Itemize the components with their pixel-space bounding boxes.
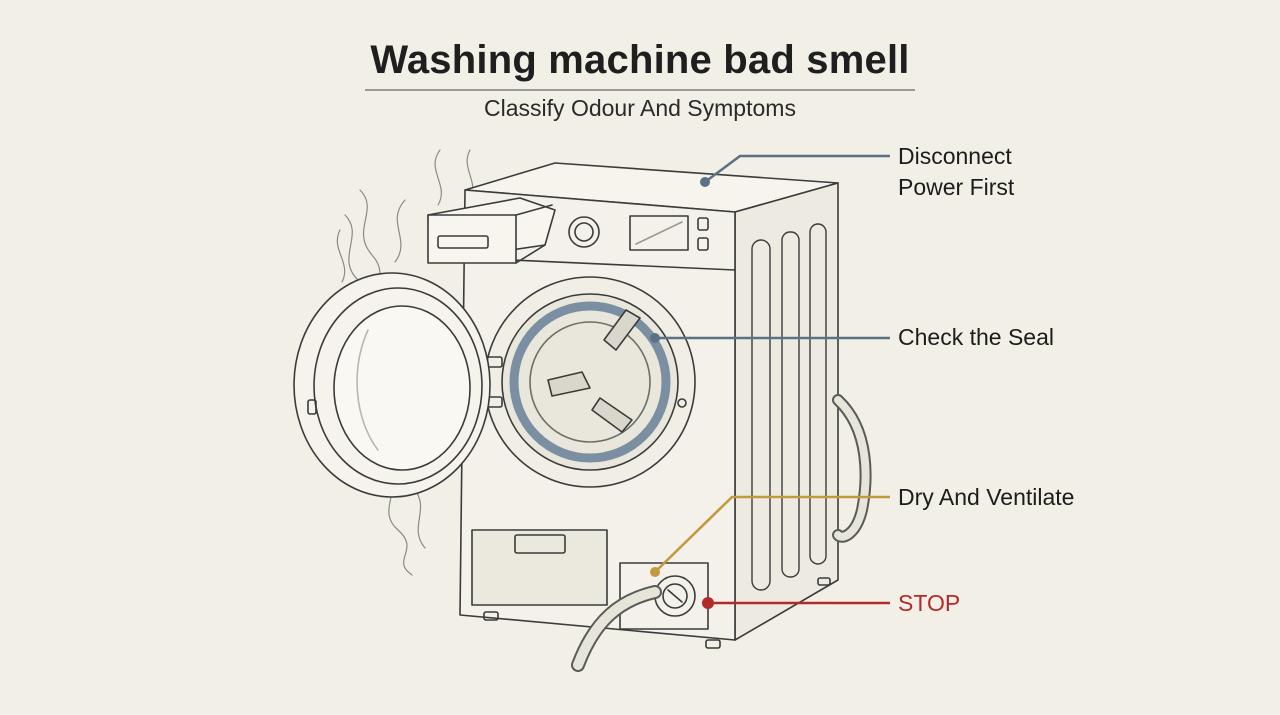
page-subtitle: Classify Odour And Symptoms [484, 95, 796, 121]
display-screen [629, 215, 689, 251]
drum-opening [484, 276, 696, 488]
door-handle [307, 399, 317, 415]
leader-disconnect-power [704, 154, 890, 184]
machine-feet [483, 577, 831, 649]
page-title: Washing machine bad smell [370, 38, 910, 82]
callout-check-seal: Check the Seal [898, 324, 1054, 350]
drum-paddle [547, 371, 591, 397]
side-vents [751, 223, 827, 591]
drain-hose-back [832, 394, 872, 543]
control-panel [568, 215, 709, 251]
callout-dry-ventilate: Dry And Ventilate [898, 484, 1075, 510]
callout-stop: STOP [898, 590, 961, 616]
door-seal-gasket [509, 301, 671, 463]
detergent-drawer [427, 197, 556, 264]
callout-leaders [650, 154, 890, 609]
callout-disconnect-power: Disconnect Power First [898, 143, 1015, 200]
leader-dry-ventilate [654, 495, 890, 573]
program-dial-icon [568, 216, 600, 248]
open-door [293, 272, 491, 498]
title-divider [365, 89, 915, 91]
drain-hose-front [571, 585, 662, 672]
lower-panel [471, 529, 709, 630]
door-glass [333, 305, 471, 471]
